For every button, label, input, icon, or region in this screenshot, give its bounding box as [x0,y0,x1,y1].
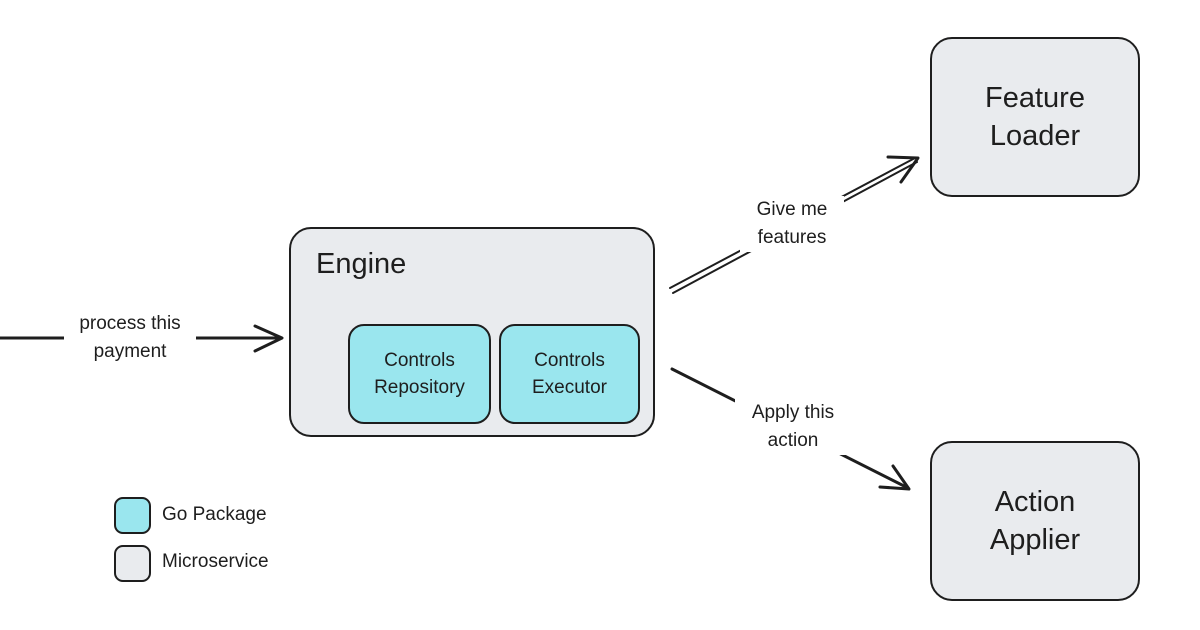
package-label-line2: Repository [374,377,465,398]
label-line2: action [767,430,819,451]
label-line2: payment [93,341,167,362]
label-line1: Give me [756,199,828,220]
action-applier-label-line1: Action [994,486,1076,518]
action-applier-label-line2: Applier [989,524,1081,556]
label-line2: features [757,227,827,248]
feature-loader-label-line1: Feature [985,82,1085,114]
engine-title: Engine [316,248,407,280]
package-label-line2: Executor [532,377,607,398]
action-arrowhead [878,464,911,491]
legend-swatch-microservice [114,545,151,582]
input-arrow-label: process this payment [64,310,196,366]
action-applier-box: Action Applier [930,441,1140,601]
package-label-line1: Controls [534,350,605,371]
feature-arrow-label: Give me features [740,196,844,252]
feature-arrowhead [886,155,920,184]
feature-loader-box: Feature Loader [930,37,1140,197]
label-line1: Apply this [751,402,835,423]
input-arrowhead [253,324,284,353]
controls-executor-package: Controls Executor [499,324,640,424]
feature-loader-label-line2: Loader [989,120,1081,152]
legend-swatch-go-package [114,497,151,534]
package-label-line1: Controls [384,350,455,371]
label-line1: process this [79,313,181,334]
legend-label-microservice: Microservice [162,551,269,572]
action-arrow-label: Apply this action [735,399,851,455]
legend-label-go-package: Go Package [162,504,267,525]
controls-repository-package: Controls Repository [348,324,491,424]
